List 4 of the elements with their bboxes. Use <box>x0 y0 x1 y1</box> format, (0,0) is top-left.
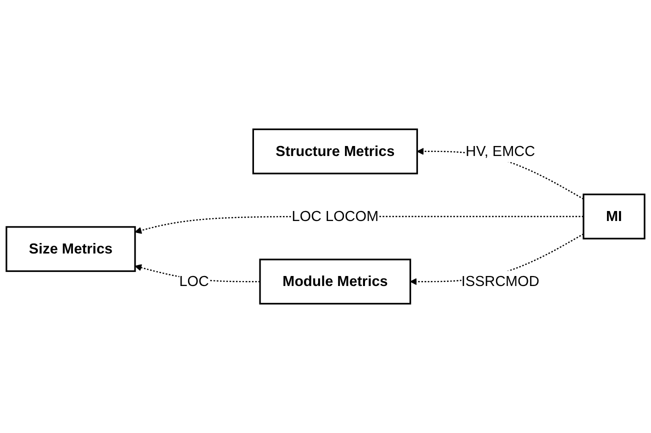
class-box: MI <box>582 194 646 240</box>
class-box: Structure Metrics <box>252 128 418 174</box>
class-box: Size Metrics <box>6 226 136 272</box>
class-box: Module Metrics <box>259 258 412 304</box>
